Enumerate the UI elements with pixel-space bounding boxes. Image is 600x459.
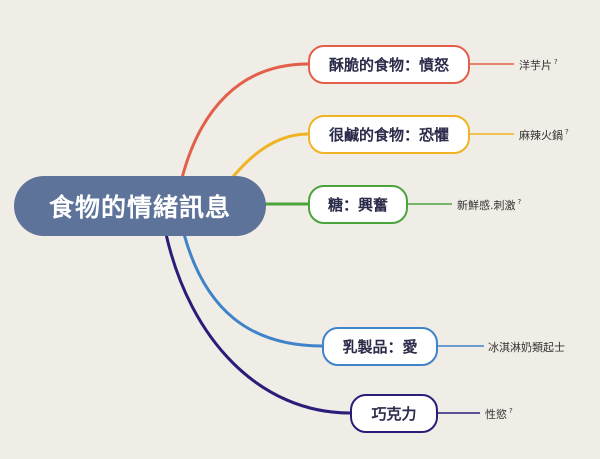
topic-sugar[interactable]: 糖：興奮	[308, 185, 408, 224]
subtopic-dairy[interactable]: 冰淇淋奶類起士	[488, 339, 567, 355]
connector-salty	[230, 132, 309, 179]
topic-chocolate[interactable]: 巧克力	[350, 394, 438, 433]
connector-chocolate	[164, 233, 351, 415]
subtopic-sugar[interactable]: 新鮮感.刺激?	[457, 197, 521, 213]
subtopic-salty-label: 麻辣火鍋	[519, 129, 563, 142]
subtopic-salty[interactable]: 麻辣火鍋?	[519, 127, 569, 143]
subtopic-sugar-mark: ?	[517, 198, 522, 207]
connector-dairy	[182, 233, 323, 348]
subtopic-sugar-label: 新鮮感.刺激	[457, 199, 516, 212]
subtopic-chocolate-label: 性慾	[485, 408, 507, 421]
topic-dairy[interactable]: 乳製品：愛	[322, 327, 438, 366]
subtopic-crispy-mark: ?	[554, 58, 558, 67]
topic-crispy[interactable]: 酥脆的食物：憤怒	[308, 45, 470, 84]
subtopic-chocolate-mark: ?	[509, 407, 513, 416]
central-topic[interactable]: 食物的情緒訊息	[14, 176, 266, 236]
topic-salty[interactable]: 很鹹的食物：恐懼	[308, 115, 470, 154]
subtopic-crispy[interactable]: 洋芋片?	[519, 57, 558, 73]
subtopic-crispy-label: 洋芋片	[519, 59, 552, 72]
connector-crispy	[180, 62, 309, 179]
subtopic-dairy-label: 冰淇淋奶類起士	[488, 341, 565, 354]
subtopic-salty-mark: ?	[565, 128, 569, 137]
subtopic-chocolate[interactable]: 性慾?	[485, 406, 513, 422]
